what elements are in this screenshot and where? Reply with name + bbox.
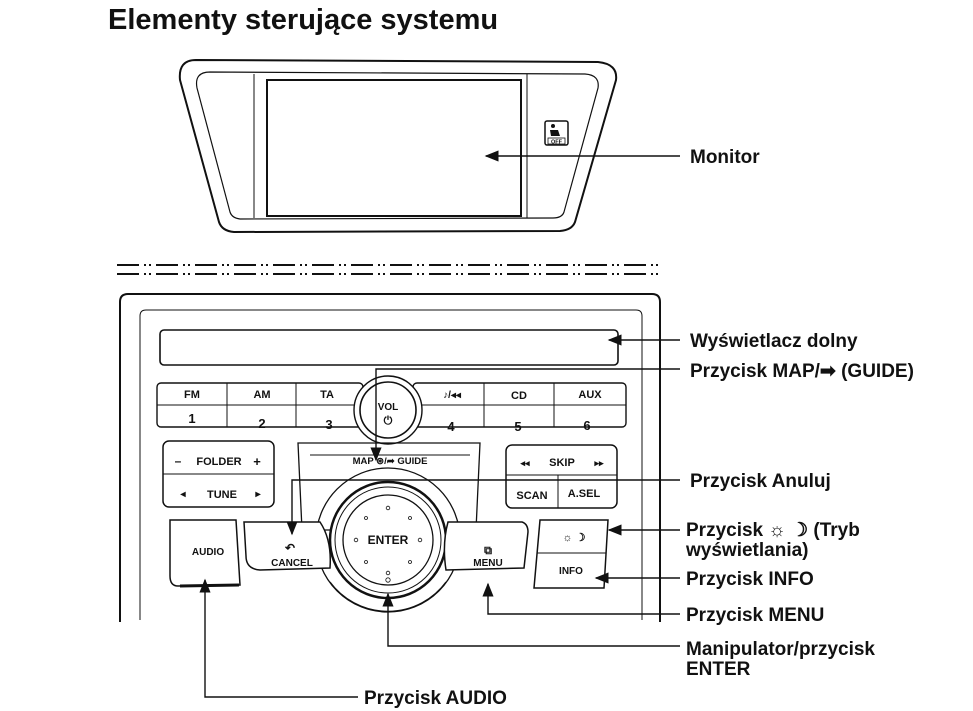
enter-dial[interactable]: ENTER [315, 467, 461, 613]
airbag-off-label: OFF [551, 140, 563, 146]
menu-button[interactable]: ⧉ MENU [443, 521, 529, 571]
skip-forward-button[interactable]: ▸▸ [593, 458, 604, 468]
menu-icon: ⧉ [484, 545, 492, 557]
lower-display [159, 329, 619, 366]
preset-2-button[interactable]: 2 [258, 416, 265, 431]
enter-callout-line1: Manipulator/przycisk [686, 639, 875, 660]
folder-tune-block[interactable] [162, 440, 275, 508]
skip-label: SKIP [549, 457, 575, 469]
monitor-callout: Monitor [690, 147, 760, 168]
scan-button[interactable]: SCAN [516, 490, 547, 502]
preset-4-button[interactable]: 4 [447, 419, 455, 434]
monitor-screen[interactable] [266, 79, 522, 217]
map-guide-callout: Przycisk MAP/➡ (GUIDE) [690, 361, 914, 382]
preset-block-left [156, 382, 364, 428]
folder-plus-button[interactable]: + [253, 454, 261, 469]
preset-1-button[interactable]: 1 [188, 411, 195, 426]
power-icon: ⏻ [384, 414, 393, 427]
page-title: Elementy sterujące systemu [108, 4, 499, 36]
folder-label: FOLDER [196, 456, 241, 468]
display-mode-callout-line1: Przycisk ☼ ☽ (Tryb [686, 520, 860, 541]
info-button[interactable]: INFO [559, 566, 583, 577]
tune-label: TUNE [207, 489, 237, 501]
preset-3-button[interactable]: 3 [325, 417, 332, 432]
aux-button[interactable]: AUX [578, 389, 602, 401]
cancel-icon: ↶ [284, 541, 295, 555]
tune-left-button[interactable]: ◂ [179, 489, 186, 500]
cd-button[interactable]: CD [511, 390, 527, 402]
folder-minus-button[interactable]: – [175, 454, 182, 468]
map-guide-label: MAP ⊛/➦ GUIDE [353, 456, 428, 467]
skip-back-button[interactable]: ◂◂ [519, 458, 530, 468]
lower-display-callout: Wyświetlacz dolny [690, 331, 858, 352]
leader-lines [199, 150, 680, 698]
preset-5-button[interactable]: 5 [514, 419, 521, 434]
enter-label: ENTER [368, 533, 409, 547]
cancel-button[interactable]: ↶ CANCEL [243, 521, 332, 571]
cancel-label: CANCEL [271, 558, 313, 569]
console-frame [119, 293, 661, 622]
audio-label: AUDIO [192, 547, 224, 558]
vol-label: VOL [378, 402, 399, 413]
skip-scan-block[interactable] [505, 444, 618, 509]
menu-callout: Przycisk MENU [686, 605, 824, 626]
tune-right-button[interactable]: ▸ [254, 489, 261, 500]
monitor-unit: OFF [178, 58, 618, 234]
info-callout: Przycisk INFO [686, 569, 814, 590]
audio-callout: Przycisk AUDIO [364, 688, 507, 709]
display-mode-info-block[interactable] [533, 519, 609, 589]
display-mode-callout-line2: wyświetlania) [685, 540, 809, 561]
daynight-button[interactable]: ☼ ☽ [563, 532, 586, 544]
am-button[interactable]: AM [253, 389, 270, 401]
fm-button[interactable]: FM [184, 389, 200, 401]
asel-button[interactable]: A.SEL [568, 488, 601, 500]
ta-button[interactable]: TA [320, 389, 334, 401]
music-mute-button[interactable]: ♪/◂◂ [443, 390, 462, 401]
enter-callout-line2: ENTER [686, 659, 751, 680]
break-line [117, 264, 662, 275]
volume-knob[interactable]: VOL ⏻ [353, 375, 423, 445]
audio-button[interactable]: AUDIO [169, 519, 241, 588]
preset-6-button[interactable]: 6 [583, 418, 590, 433]
airbag-off-indicator: OFF [544, 120, 569, 146]
menu-label: MENU [473, 558, 502, 569]
cancel-callout: Przycisk Anuluj [690, 471, 831, 492]
direction-dots-icon [353, 505, 423, 576]
